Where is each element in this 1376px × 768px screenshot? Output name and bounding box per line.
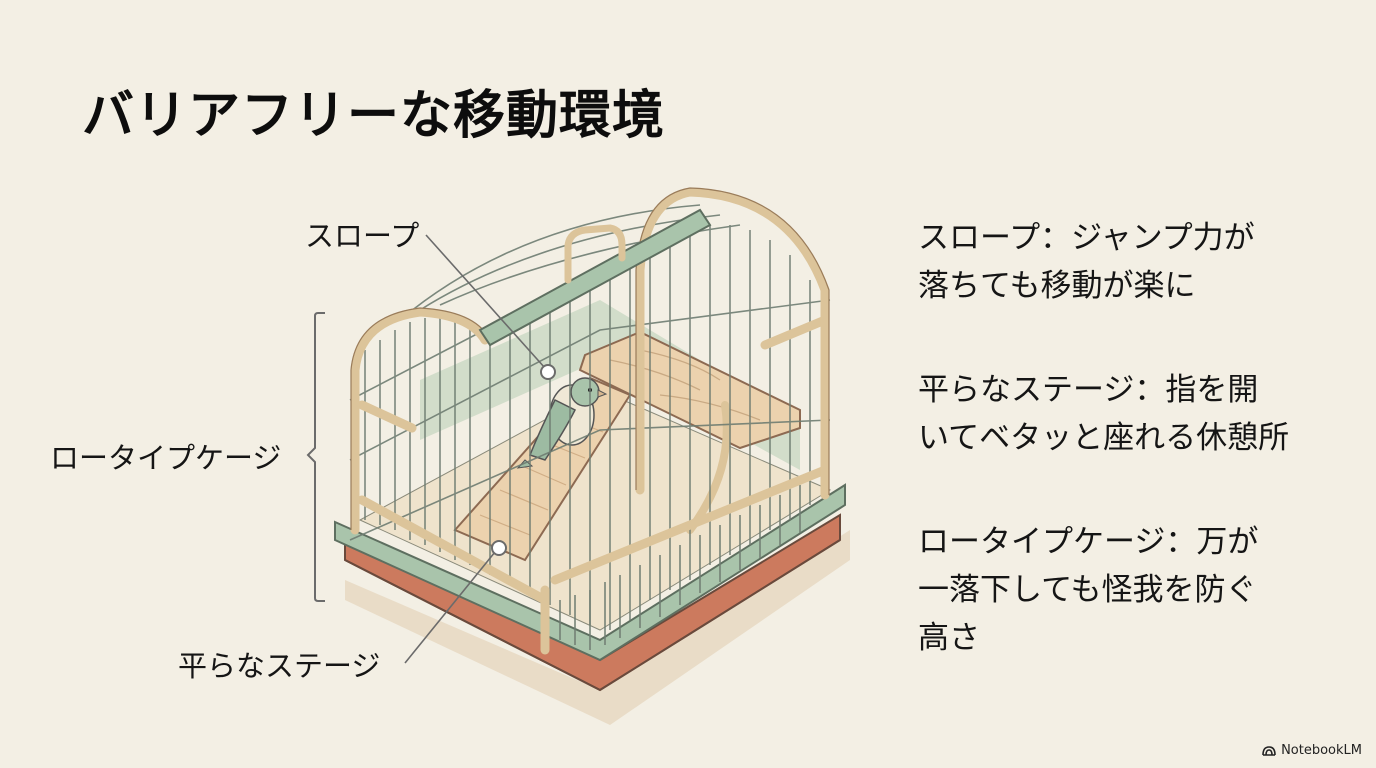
cage-handle — [564, 224, 626, 284]
low-cage-bracket — [306, 312, 325, 602]
description-low-cage: ロータイプケージ：万が 一落下しても怪我を防ぐ 高さ — [918, 524, 1259, 656]
notebooklm-logo-icon — [1262, 746, 1276, 756]
description-slope: スロープ：ジャンプ力が 落ちても移動が楽に — [918, 220, 1255, 304]
cage-top-bar — [478, 208, 712, 347]
description-flat-stage: 平らなステージ：指を開 いてベタッと座れる休憩所 — [918, 372, 1290, 456]
slope-marker — [540, 364, 556, 380]
flat-stage-marker — [491, 540, 507, 556]
callout-low-cage: ロータイプケージ — [50, 441, 282, 475]
callout-slope: スロープ — [305, 219, 420, 253]
page-title: バリアフリーな移動環境 — [82, 86, 666, 146]
cage-green-rim — [334, 483, 846, 662]
flat-stage-leader-line — [404, 551, 496, 664]
slope-leader-line — [425, 234, 546, 369]
callout-flat-stage: 平らなステージ — [178, 649, 381, 683]
notebooklm-watermark: NotebookLM — [1262, 743, 1362, 758]
